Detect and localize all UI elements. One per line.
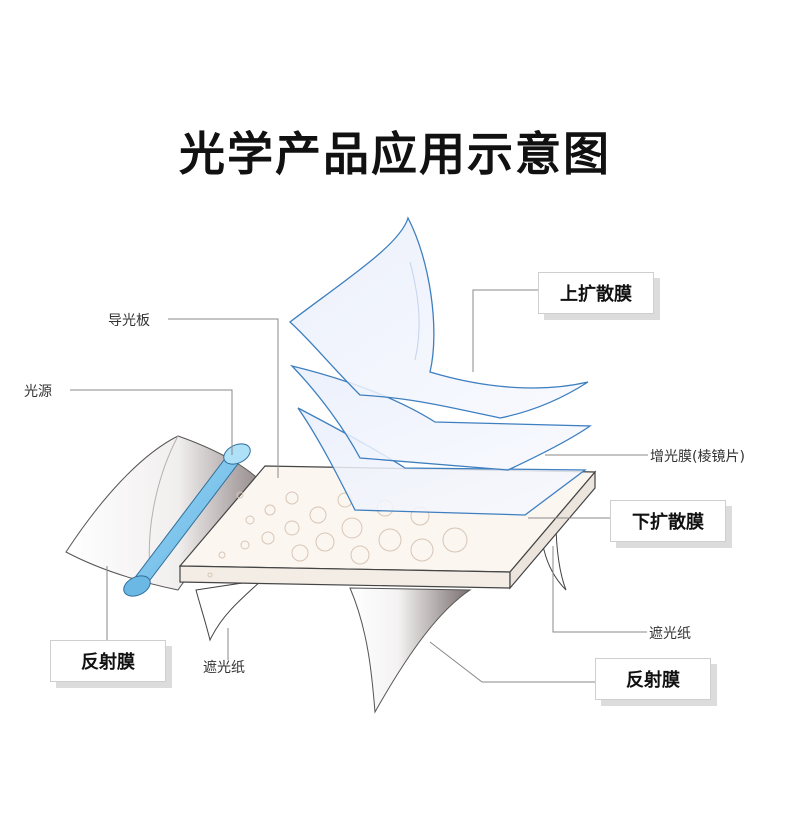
- shading-paper-right-label: 遮光纸: [649, 626, 691, 642]
- reflector-right-box: 反射膜: [595, 658, 711, 700]
- reflector-left-inner: [148, 435, 179, 571]
- upper-diffuser-film: [288, 216, 589, 419]
- light-source-lamp: [123, 443, 251, 597]
- light-guide-label: 导光板: [108, 313, 150, 329]
- light-source-label: 光源: [24, 384, 52, 400]
- shading-paper-left-label: 遮光纸: [203, 660, 245, 676]
- lower-diffuser-film: [297, 407, 587, 516]
- light-guide-plate-side: [509, 470, 596, 590]
- upper-diffuser-box: 上扩散膜: [538, 272, 654, 314]
- page-title: 光学产品应用示意图: [179, 127, 611, 181]
- prism-film-label: 增光膜(棱镜片): [650, 449, 745, 465]
- shading-paper-left: [195, 579, 264, 642]
- upper-diffuser-inner-line: [409, 261, 420, 361]
- leader-lines: [70, 289, 648, 683]
- reflector-left-box: 反射膜: [50, 640, 166, 682]
- reflector-film-bottom: [349, 587, 472, 714]
- lower-diffuser-box: 下扩散膜: [610, 500, 726, 542]
